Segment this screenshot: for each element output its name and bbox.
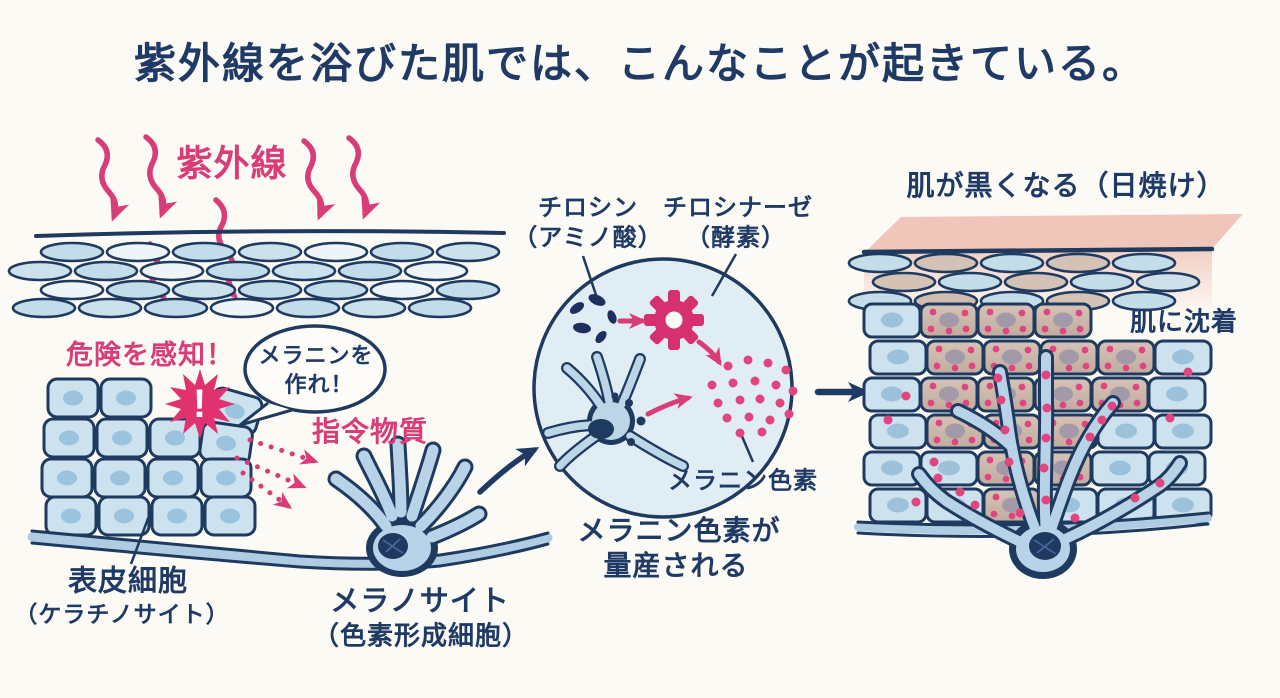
melanin-pigment-label: メラニン色素	[668, 467, 818, 495]
tyrosinase-label-line1: チロシナーゼ	[663, 194, 813, 222]
keratinocyte-label-line2: （ケラチノサイト）	[14, 601, 230, 628]
alert-mark: !	[192, 382, 208, 426]
melanocyte-label-line1: メラノサイト	[330, 585, 510, 618]
signal-label: 指令物質	[311, 416, 429, 448]
result-label: 肌が黒くなる（日焼け）	[906, 170, 1226, 202]
tyrosinase-label-line2: （酵素）	[686, 224, 786, 252]
melanocyte-closeup-circle	[532, 253, 798, 519]
signal-dotted-arrows-icon	[234, 437, 319, 509]
keratinocyte-grid	[40, 377, 266, 537]
speech-bubble	[238, 324, 387, 427]
melanocyte-left-icon	[327, 435, 488, 577]
tyrosinase-gear-icon	[644, 290, 704, 350]
caption-line2: 量産される	[603, 550, 749, 582]
deposit-label: 肌に沈着	[1129, 306, 1239, 337]
tyrosine-label-line1: チロシン	[538, 194, 638, 222]
bubble-line1: メラニンを	[258, 342, 374, 368]
skin-surface-slab	[866, 214, 1243, 251]
uv-label: 紫外線	[176, 142, 288, 184]
tyrosine-label-line2: （アミノ酸）	[513, 224, 663, 252]
bubble-line2: 作れ！	[284, 371, 354, 397]
basement-membrane-left	[27, 529, 553, 571]
melanin-dots-right-icon	[883, 367, 1193, 523]
tyrosine-beans-icon	[569, 294, 617, 344]
tanned-skin-block	[847, 214, 1243, 579]
caption-line1: メラニン色素が	[577, 515, 781, 547]
melanin-dots-icon	[707, 355, 798, 438]
keratinocyte-pointer-line	[129, 507, 154, 565]
page-title: 紫外線を浴びた肌では、こんなことが起きている。	[133, 39, 1147, 87]
keratinocyte-label-line1: 表皮細胞	[67, 565, 189, 598]
flow-arrow-curved-icon	[477, 447, 540, 495]
melanocyte-label-line2: （色素形成細胞）	[312, 620, 530, 651]
stratum-corneum-left	[7, 229, 506, 319]
reaction-arrows-icon	[617, 313, 722, 417]
exclamation-burst-icon	[165, 369, 235, 439]
stratum-corneum-right	[847, 252, 1201, 312]
melanocyte-in-circle-icon	[542, 351, 689, 472]
danger-label: 危険を感知！	[66, 339, 234, 370]
